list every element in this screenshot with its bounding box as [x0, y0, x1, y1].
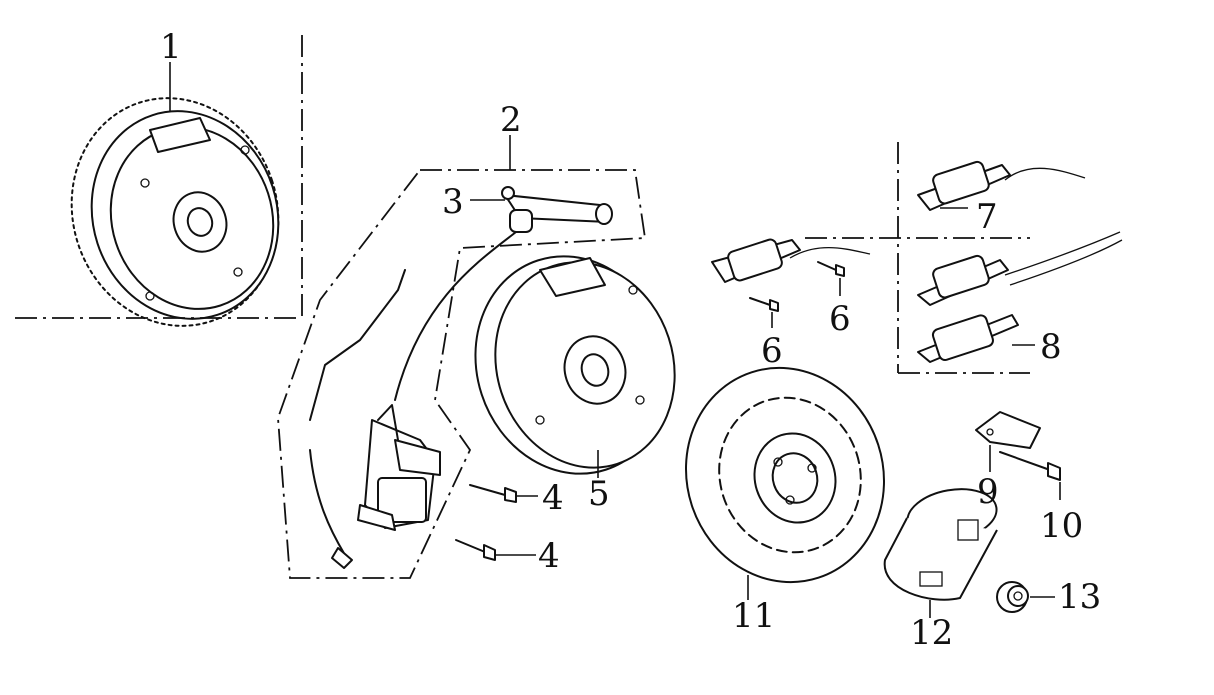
- bolt-icon: [999, 451, 1061, 481]
- callout-4a: 4: [542, 478, 564, 518]
- callout-7: 7: [976, 197, 998, 237]
- starter-cup-icon: [883, 488, 998, 601]
- charge-coil-icon: [711, 238, 871, 283]
- ring-gear-flywheel-icon: [70, 97, 280, 327]
- ignition-group-outline: [277, 169, 647, 579]
- screw-icon: [749, 297, 779, 312]
- ignition-coil-icon: [357, 404, 441, 531]
- spark-plug-cap-icon: [501, 186, 613, 233]
- bolt-icon: [455, 539, 496, 561]
- callout-13: 13: [1058, 577, 1101, 617]
- callout-2: 2: [500, 100, 522, 140]
- screw-icon: [817, 261, 845, 277]
- lighting-coil-icon: [917, 231, 1123, 363]
- flywheel-icon: [474, 255, 676, 475]
- callout-5: 5: [588, 474, 610, 514]
- callout-1: 1: [160, 27, 182, 67]
- charge-coil-icon: [917, 160, 1086, 211]
- callout-9: 9: [977, 472, 999, 512]
- cooling-fan-icon: [685, 366, 885, 584]
- bolt-icon: [469, 484, 517, 503]
- callout-8: 8: [1040, 327, 1062, 367]
- callout-4b: 4: [538, 536, 560, 576]
- callout-10: 10: [1040, 506, 1083, 546]
- callout-6a: 6: [829, 299, 851, 339]
- callout-12: 12: [910, 613, 953, 653]
- nut-icon: [996, 581, 1029, 613]
- callout-3: 3: [442, 182, 464, 222]
- bracket-icon: [975, 411, 1041, 449]
- callout-6b: 6: [761, 331, 783, 371]
- callout-11: 11: [732, 596, 775, 636]
